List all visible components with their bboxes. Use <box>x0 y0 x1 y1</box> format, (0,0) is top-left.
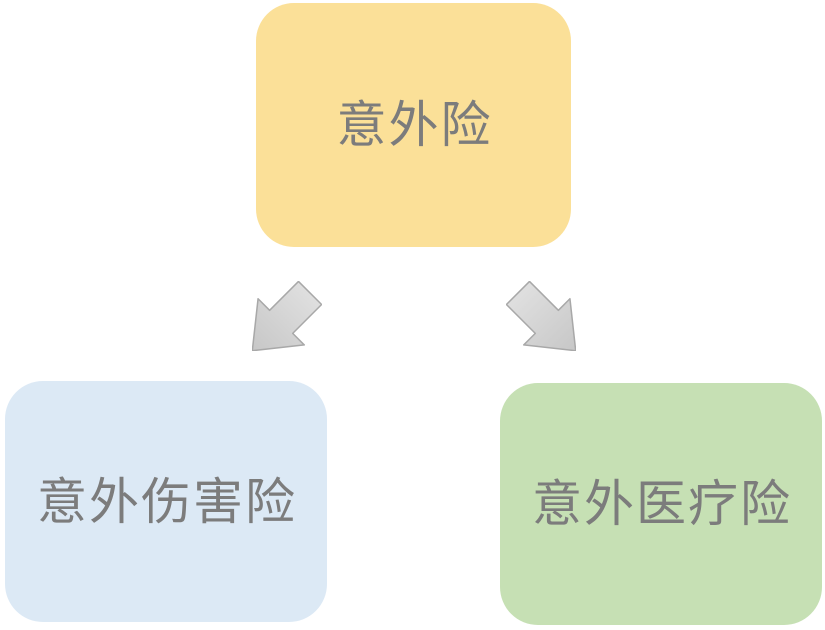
node-accidental-injury-insurance: 意外伤害险 <box>5 381 327 622</box>
node-accidental-medical-insurance-label: 意外医疗险 <box>532 476 792 532</box>
arrow-down-right-shape <box>506 281 576 351</box>
arrow-down-right-icon <box>506 281 576 351</box>
arrow-down-left-icon <box>252 281 322 351</box>
arrow-down-left-shape <box>252 281 322 351</box>
node-accidental-medical-insurance: 意外医疗险 <box>500 383 822 625</box>
node-accident-insurance: 意外险 <box>256 3 571 247</box>
node-accidental-injury-insurance-label: 意外伤害险 <box>37 473 297 530</box>
node-accident-insurance-label: 意外险 <box>336 97 493 153</box>
